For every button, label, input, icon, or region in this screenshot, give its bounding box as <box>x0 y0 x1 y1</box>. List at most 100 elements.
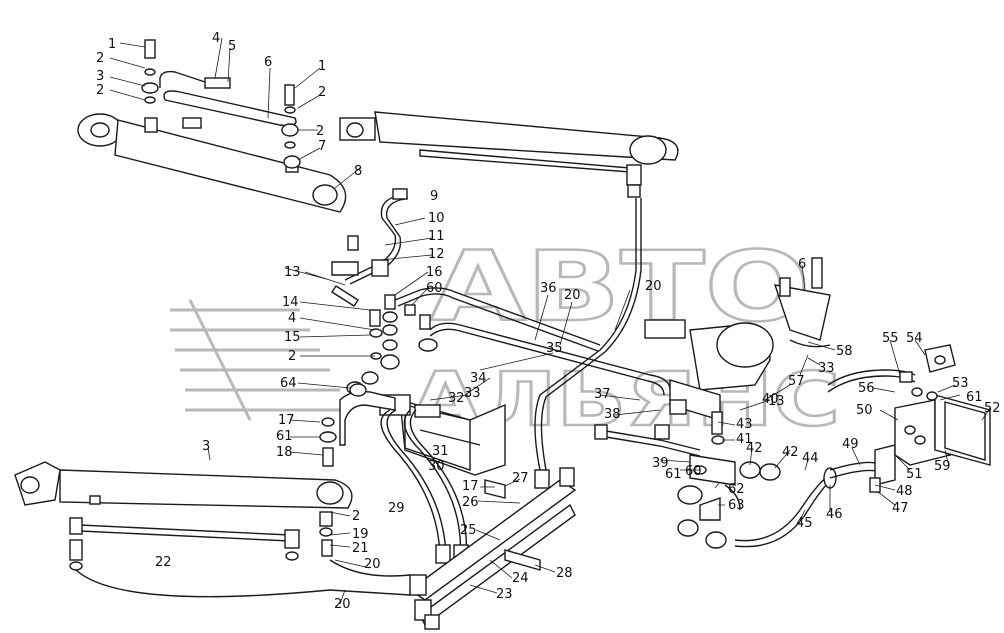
callout-61: 61 <box>665 467 682 482</box>
callout-1: 1 <box>318 59 326 74</box>
pipe-fittings-9-12 <box>331 188 408 307</box>
callout-9: 9 <box>430 189 438 204</box>
callout-47: 47 <box>892 501 909 516</box>
callout-13: 13 <box>768 394 785 409</box>
callout-4: 4 <box>288 311 296 326</box>
callout-42: 42 <box>746 441 763 456</box>
callout-36: 36 <box>540 281 557 296</box>
callout-32: 32 <box>448 391 465 406</box>
callout-62: 62 <box>728 482 745 497</box>
callout-24: 24 <box>512 571 529 586</box>
callout-20: 20 <box>364 557 381 572</box>
callout-50: 50 <box>856 403 873 418</box>
pipes-37-39 <box>594 399 701 457</box>
callout-48: 48 <box>896 484 913 499</box>
callout-2: 2 <box>96 83 104 98</box>
cylinder-bottom-left <box>14 461 353 509</box>
callout-14: 14 <box>282 295 299 310</box>
fitting-54 <box>827 344 956 393</box>
callout-49: 49 <box>842 437 859 452</box>
callout-61: 61 <box>276 429 293 444</box>
callout-56: 56 <box>858 381 875 396</box>
callout-55: 55 <box>882 331 899 346</box>
pipe-45 <box>734 461 837 548</box>
pipe-20-top <box>534 198 642 471</box>
callout-5: 5 <box>228 39 236 54</box>
callout-59: 59 <box>934 459 951 474</box>
valve-block <box>677 411 741 549</box>
cylinder-top-left <box>77 113 347 213</box>
callout-22: 22 <box>155 555 172 570</box>
pump-motor <box>644 257 831 421</box>
pipe-35-36 <box>394 287 671 396</box>
callout-60: 60 <box>685 464 702 479</box>
callout-3: 3 <box>96 69 104 84</box>
callout-38: 38 <box>604 407 621 422</box>
callout-1: 1 <box>108 37 116 52</box>
callout-27: 27 <box>512 471 529 486</box>
callout-51: 51 <box>906 467 923 482</box>
callout-20: 20 <box>334 597 351 612</box>
callout-19: 19 <box>352 527 369 542</box>
leader-lines <box>109 37 991 605</box>
callout-10: 10 <box>428 211 445 226</box>
watermark-logo <box>170 299 350 421</box>
callout-20: 20 <box>564 288 581 303</box>
callout-18: 18 <box>276 445 293 460</box>
callout-2: 2 <box>288 349 296 364</box>
callout-57: 57 <box>788 374 805 389</box>
callout-31: 31 <box>432 444 449 459</box>
callout-42: 42 <box>782 445 799 460</box>
callout-12: 12 <box>428 247 445 262</box>
callout-34: 34 <box>470 371 487 386</box>
callout-labels: 1 2 3 2 4 5 6 1 2 2 7 8 9 10 11 12 13 16… <box>96 31 1001 612</box>
pipe-22 <box>69 511 411 598</box>
callout-21: 21 <box>352 541 369 556</box>
callout-23: 23 <box>496 587 513 602</box>
callout-3: 3 <box>202 439 210 454</box>
callout-35: 35 <box>546 341 563 356</box>
callout-6: 6 <box>798 257 806 272</box>
fittings-17-61-18 <box>319 417 337 467</box>
callout-30: 30 <box>428 459 445 474</box>
callout-6: 6 <box>264 55 272 70</box>
callout-39: 39 <box>652 456 669 471</box>
distributor-50 <box>894 387 991 466</box>
callout-58: 58 <box>836 344 853 359</box>
callout-33: 33 <box>464 386 481 401</box>
callout-63: 63 <box>728 498 745 513</box>
callout-15: 15 <box>284 330 301 345</box>
callout-28: 28 <box>556 566 573 581</box>
callout-11: 11 <box>428 229 445 244</box>
callout-41: 41 <box>736 432 753 447</box>
callout-25: 25 <box>460 523 477 538</box>
pipe-49 <box>829 444 896 493</box>
callout-29: 29 <box>388 501 405 516</box>
callout-33: 33 <box>818 361 835 376</box>
callout-52: 52 <box>984 401 1001 416</box>
callout-44: 44 <box>802 451 819 466</box>
callout-26: 26 <box>462 495 479 510</box>
callout-13: 13 <box>284 265 301 280</box>
callout-61: 61 <box>966 390 983 405</box>
callout-7: 7 <box>318 139 326 154</box>
callout-17: 17 <box>278 413 295 428</box>
callout-2: 2 <box>316 124 324 139</box>
callout-17: 17 <box>462 479 479 494</box>
callout-60: 60 <box>426 281 443 296</box>
callout-2: 2 <box>96 51 104 66</box>
callout-43: 43 <box>736 417 753 432</box>
frame-23-25 <box>408 467 577 630</box>
callout-40: 40 <box>762 392 779 407</box>
callout-4: 4 <box>212 31 220 46</box>
callout-20: 20 <box>645 279 662 294</box>
callout-37: 37 <box>594 387 611 402</box>
callout-46: 46 <box>826 507 843 522</box>
callout-2: 2 <box>318 85 326 100</box>
callout-45: 45 <box>796 516 813 531</box>
callout-16: 16 <box>426 265 443 280</box>
callout-64: 64 <box>280 376 297 391</box>
callout-8: 8 <box>354 164 362 179</box>
callout-54: 54 <box>906 331 923 346</box>
